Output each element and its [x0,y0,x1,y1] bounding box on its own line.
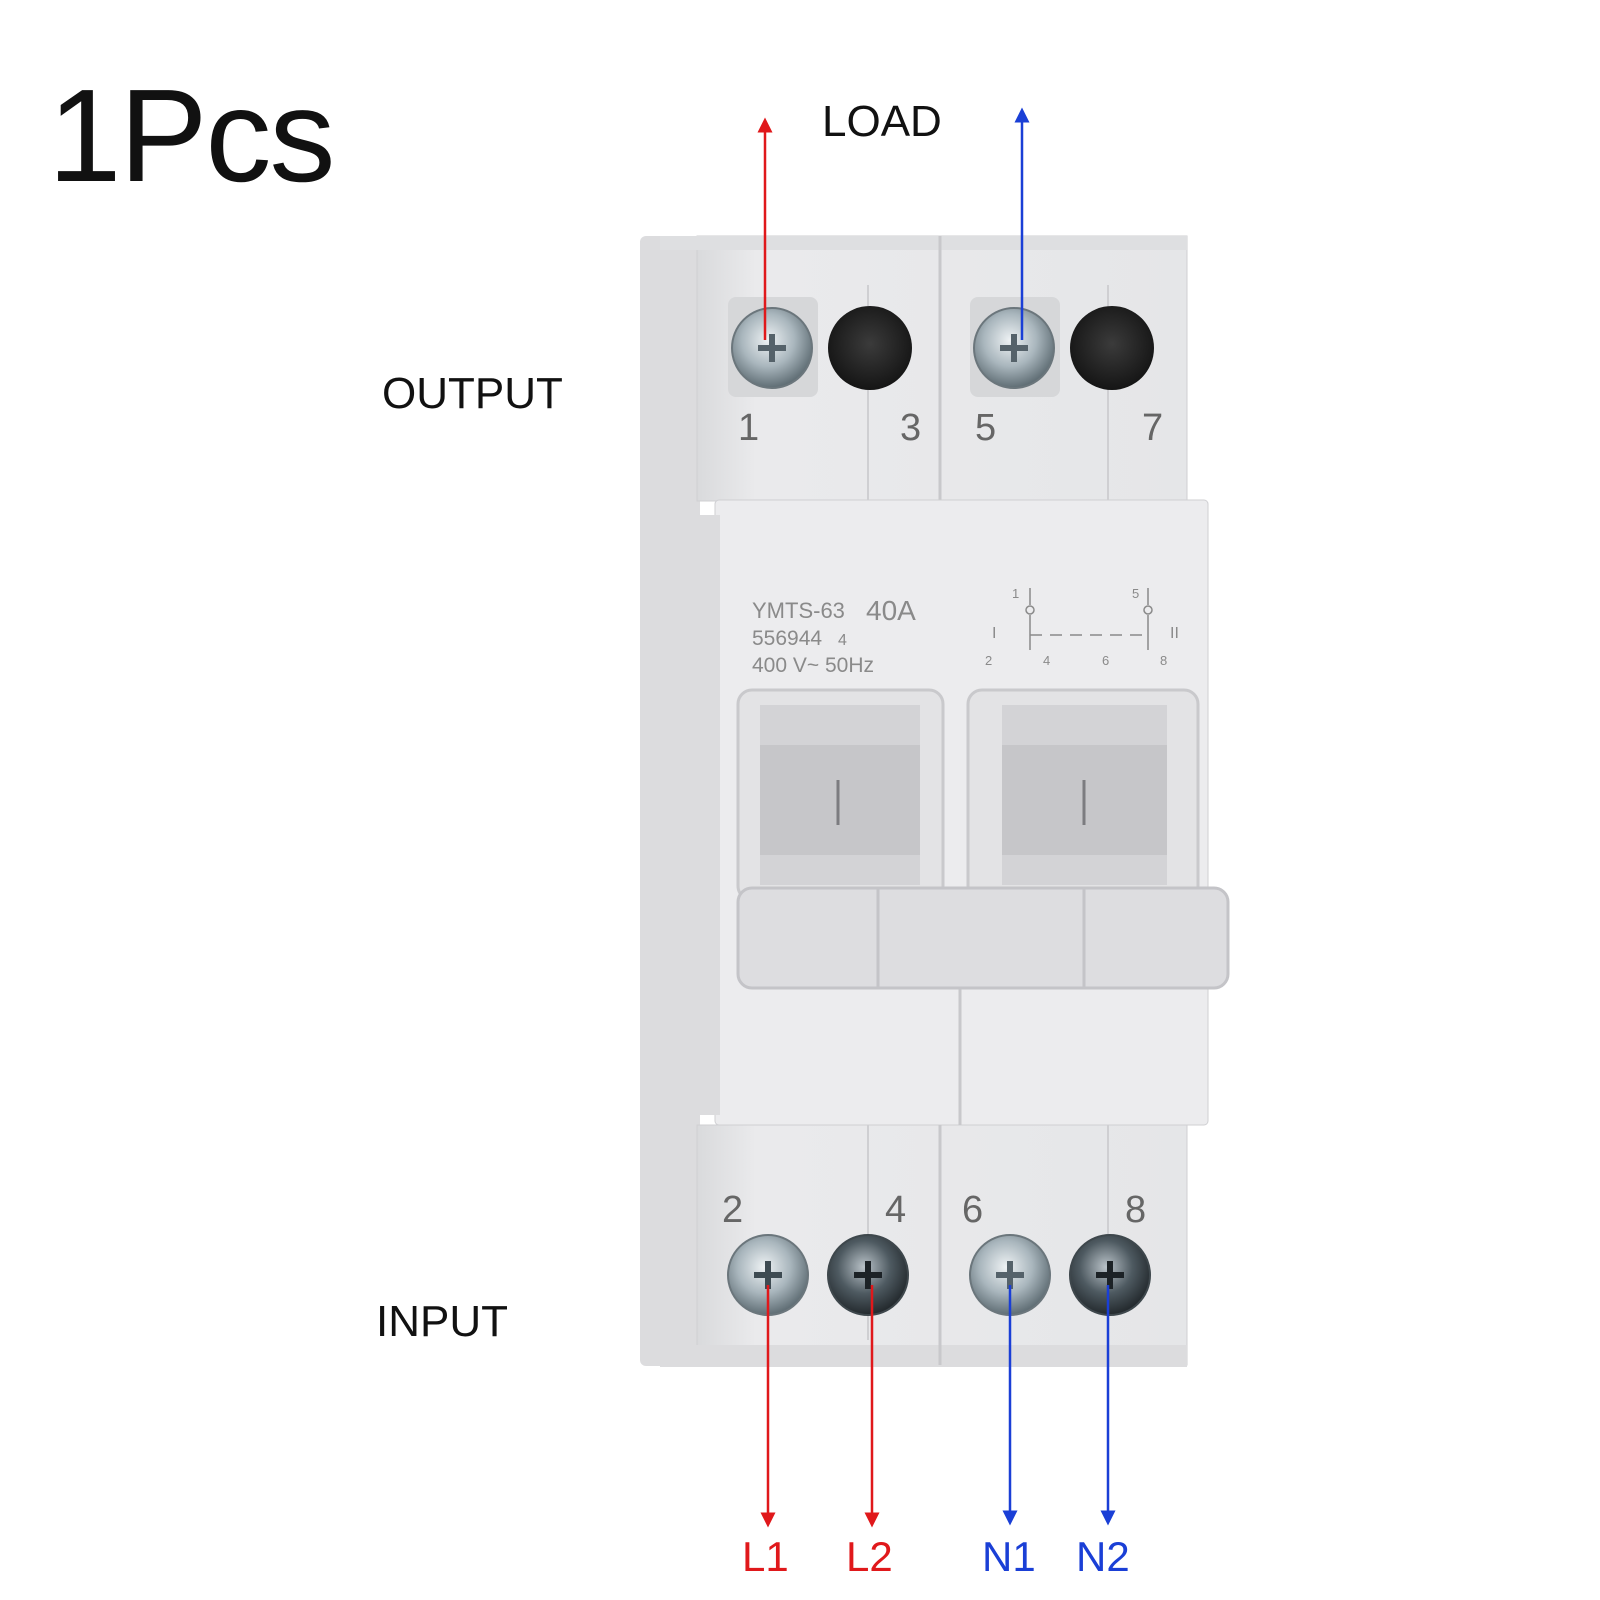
output-label: OUTPUT [382,369,563,418]
terminal-number-7: 7 [1142,407,1163,449]
input-label: INPUT [376,1297,508,1346]
terminal-2-screw[interactable] [727,1234,809,1316]
terminal-number-5: 5 [975,407,996,449]
handle-right[interactable] [966,688,1200,902]
schematic-position-1: I [992,625,996,642]
phase-label-n1: N1 [982,1533,1036,1580]
device-code: 556944 [752,627,822,650]
device-rating: 40A [866,595,916,626]
handle-left[interactable] [736,688,945,902]
terminal-number-6: 6 [962,1189,983,1231]
quantity-label: 1Pcs [48,62,335,209]
device-code-suffix: 4 [838,632,847,649]
schematic-top-1: 1 [1012,586,1019,601]
device-model: YMTS-63 [752,598,845,623]
terminal-5-screw[interactable] [970,297,1060,397]
terminal-number-2: 2 [722,1189,743,1231]
terminal-number-4: 4 [885,1189,906,1231]
handle-tie-bar[interactable] [736,886,1230,990]
phase-label-l2: L2 [846,1533,893,1580]
phase-label-n2: N2 [1076,1533,1130,1580]
device-voltage: 400 V~ 50Hz [752,654,874,677]
schematic-bottom-4: 4 [1043,653,1050,668]
terminal-1-screw[interactable] [728,297,818,397]
terminal-number-3: 3 [900,407,921,449]
contact-schematic [1025,588,1153,650]
schematic-bottom-2: 2 [985,653,992,668]
terminal-3-hole [828,306,912,390]
schematic-position-2: II [1170,625,1179,642]
phase-label-l1: L1 [742,1533,789,1580]
terminal-4-screw[interactable] [827,1234,909,1316]
schematic-bottom-6: 6 [1102,653,1109,668]
load-label: LOAD [822,97,942,146]
schematic-top-5: 5 [1132,586,1139,601]
terminal-number-8: 8 [1125,1189,1146,1231]
terminal-number-1: 1 [738,407,759,449]
terminal-8-screw[interactable] [1069,1234,1151,1316]
schematic-bottom-8: 8 [1160,653,1167,668]
terminal-7-hole [1070,306,1154,390]
